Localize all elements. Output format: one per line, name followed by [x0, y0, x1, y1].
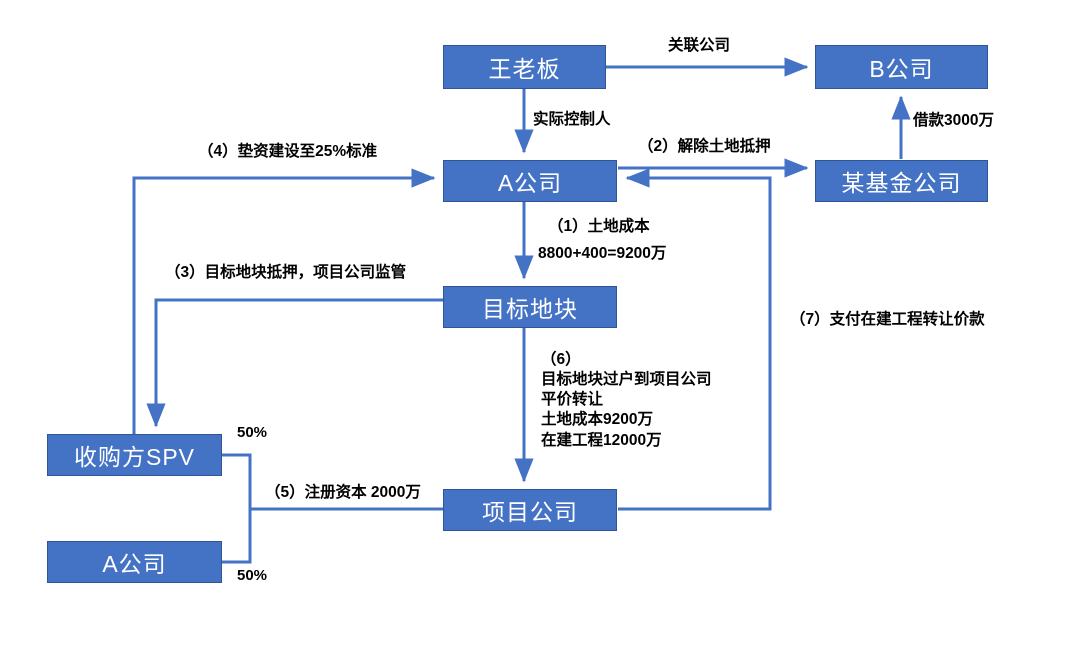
- label-affiliated-company: 关联公司: [668, 37, 731, 54]
- node-company-b[interactable]: B公司: [815, 45, 988, 89]
- node-target-land[interactable]: 目标地块: [443, 286, 617, 328]
- label-step-1-line2: 8800+400=9200万: [538, 245, 667, 262]
- wire-projectco-to-companya: [618, 168, 772, 511]
- label-step-5: （5）注册资本 2000万: [265, 484, 421, 501]
- node-project-company[interactable]: 项目公司: [443, 489, 617, 531]
- label-step-2: （2）解除土地抵押: [638, 138, 771, 155]
- label-loan-3000: 借款3000万: [913, 112, 994, 129]
- label-actual-controller: 实际控制人: [533, 111, 611, 128]
- label-step-6: （6） 目标地块过户到项目公司 平价转让 土地成本9200万 在建工程12000…: [541, 351, 712, 449]
- node-wang-boss[interactable]: 王老板: [443, 45, 606, 89]
- label-spv-percent: 50%: [237, 424, 268, 441]
- label-step-1-line1: （1）土地成本: [548, 218, 650, 235]
- label-company-a-percent: 50%: [237, 567, 268, 584]
- label-step-7: （7）支付在建工程转让价款: [790, 311, 985, 328]
- node-fund-company[interactable]: 某基金公司: [815, 160, 988, 202]
- wire-spv-to-companya-step4: [132, 168, 436, 434]
- node-company-a[interactable]: A公司: [443, 160, 617, 202]
- node-buyer-spv[interactable]: 收购方SPV: [47, 434, 222, 476]
- node-company-a-shareholder[interactable]: A公司: [47, 541, 222, 583]
- wire-targetland-to-spv-step3: [146, 298, 443, 428]
- label-step-4: （4）垫资建设至25%标准: [198, 143, 378, 160]
- label-step-3: （3）目标地块抵押，项目公司监管: [165, 264, 407, 281]
- wire-shareholders-bracket: [222, 453, 252, 564]
